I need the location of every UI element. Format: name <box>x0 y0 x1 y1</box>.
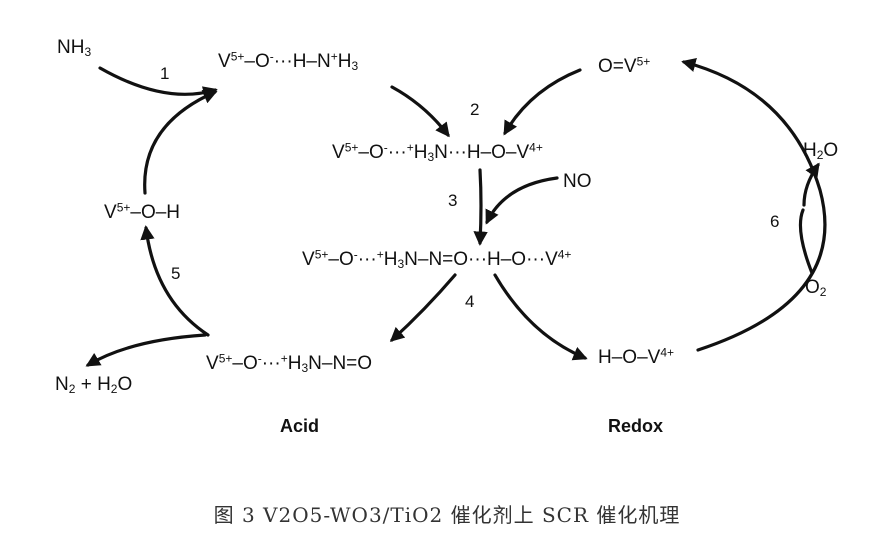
step-label-6: 6 <box>770 212 780 231</box>
arrow-n2-out <box>85 333 207 367</box>
species-n2-h2o: N2 + H2O <box>55 374 133 396</box>
arrow-step-6 <box>681 57 827 352</box>
step-label-1: 1 <box>160 64 170 83</box>
arrow-no-in <box>485 176 559 225</box>
figure-caption: 图 3 V2O5-WO3/TiO2 催化剂上 SCR 催化机理 <box>213 503 681 527</box>
species-o-v5: O=V5+ <box>598 54 651 77</box>
cycle-label-acid: Acid <box>280 416 320 436</box>
arrow-step-4-right <box>493 273 588 361</box>
arrow-step-3 <box>473 168 488 246</box>
arrow-o2-in <box>798 208 814 275</box>
species-v-o-h3n-n-o-h-o-v: V5+–O-···+H3N–N=O···H–O···V4+ <box>302 247 572 271</box>
arrow-voh-up <box>143 90 218 195</box>
species-v-o-h3n-n-o: V5+–O-···+H3N–N=O <box>206 351 373 375</box>
arrow-step-4-left <box>389 273 457 342</box>
arrow-h2o-out <box>802 162 820 207</box>
species-h-o-v4: H–O–V4+ <box>598 345 674 368</box>
species-v-o-h3n-h-o-v: V5+–O-···+H3N···H–O–V4+ <box>332 140 543 164</box>
arrow-step-1 <box>98 66 218 101</box>
species-v-o-hn-h3: V5+–O-···H–N+H3 <box>218 49 359 73</box>
species-v-o-h: V5+–O–H <box>104 200 181 223</box>
species-h2o-top: H2O <box>803 140 839 162</box>
step-label-4: 4 <box>465 292 475 311</box>
step-label-2: 2 <box>470 100 480 119</box>
arrow-step-5 <box>140 225 210 337</box>
arrow-ov-down <box>503 68 582 136</box>
species-nh3: NH3 <box>57 37 92 59</box>
step-label-3: 3 <box>448 191 458 210</box>
cycle-label-redox: Redox <box>608 416 664 436</box>
species-o2: O2 <box>805 277 827 299</box>
arrow-step-2 <box>390 85 450 138</box>
species-no: NO <box>563 171 592 192</box>
step-label-5: 5 <box>171 264 181 283</box>
